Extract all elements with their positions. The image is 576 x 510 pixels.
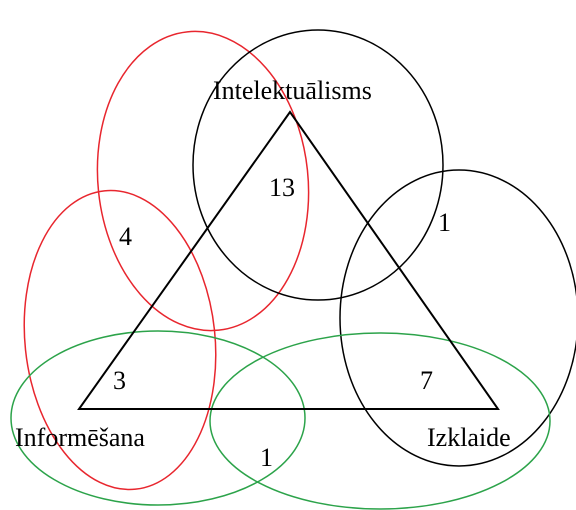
count-right: 7	[420, 366, 433, 395]
black-circle-right	[339, 169, 576, 467]
black-circle-top	[192, 29, 444, 301]
count-left: 3	[113, 366, 126, 395]
count-upper-right: 1	[438, 208, 451, 237]
count-upper-left: 4	[119, 222, 132, 251]
green-ellipse-left	[10, 330, 306, 506]
red-ellipse-left	[23, 189, 217, 491]
label-izklaide: Izklaide	[427, 423, 511, 452]
count-bottom: 1	[260, 443, 273, 472]
label-informesana: Informēšana	[15, 423, 145, 452]
triangle	[77, 110, 500, 410]
green-ellipse-right	[209, 332, 551, 510]
label-intelektualisms: Intelektuālisms	[213, 76, 372, 105]
count-top: 13	[269, 173, 295, 202]
